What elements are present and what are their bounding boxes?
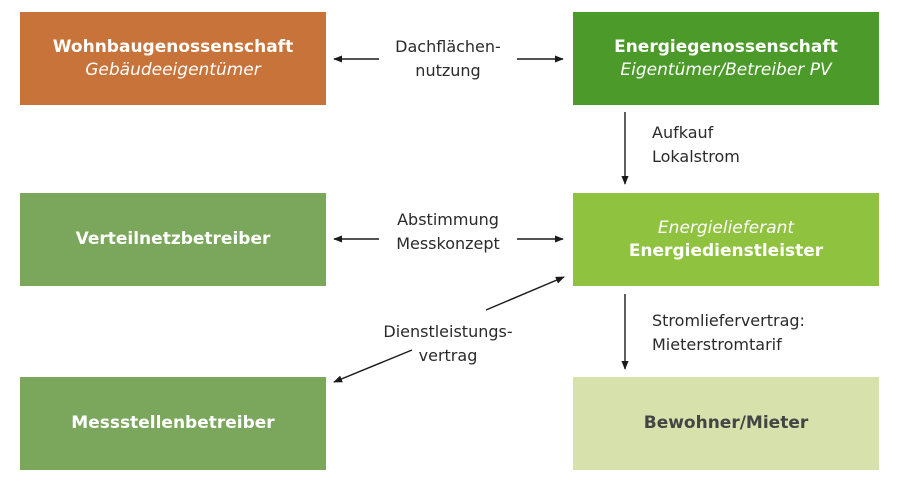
box-mess-title: Messstellenbetreiber <box>71 413 275 433</box>
label-dachflaechennutzung: Dachflächen- nutzung <box>381 35 515 83</box>
label-aufkauf-lokalstrom: Aufkauf Lokalstrom <box>652 121 740 169</box>
box-energiegen-subtitle: Eigentümer/Betreiber PV <box>620 59 832 80</box>
label-abst-line1: Abstimmung <box>397 210 499 229</box>
box-verteilnetzbetreiber: Verteilnetzbetreiber <box>20 193 326 286</box>
box-bewohner-mieter: Bewohner/Mieter <box>573 377 879 470</box>
label-abstimmung-messkonzept: Abstimmung Messkonzept <box>381 208 515 256</box>
arrow-dienst-downleft <box>333 349 413 383</box>
box-lieferant-title: Energiedienstleister <box>628 240 824 261</box>
label-dienst-line2: vertrag <box>418 346 478 365</box>
box-energiegen-title: Energiegenossenschaft <box>614 36 838 57</box>
box-verteil-title: Verteilnetzbetreiber <box>75 229 271 249</box>
label-stromliefervertrag: Stromliefervertrag: Mieterstromtarif <box>652 309 805 357</box>
box-energielieferant: Energielieferant Energiedienstleister <box>573 193 879 286</box>
label-strom-line1: Stromliefervertrag: <box>652 311 805 330</box>
box-wohnbau-subtitle: Gebäudeeigentümer <box>85 59 261 80</box>
label-dienst-line1: Dienstleistungs- <box>383 322 513 341</box>
label-dienstleistungsvertrag: Dienstleistungs- vertrag <box>376 320 520 368</box>
label-dach-line2: nutzung <box>415 61 481 80</box>
box-energiegenossenschaft: Energiegenossenschaft Eigentümer/Betreib… <box>573 12 879 105</box>
box-messstellenbetreiber: Messstellenbetreiber <box>20 377 326 470</box>
label-aufkauf-line1: Aufkauf <box>652 123 714 142</box>
box-wohnbau-title: Wohnbaugenossenschaft <box>52 36 294 57</box>
box-wohnbaugenossenschaft: Wohnbaugenossenschaft Gebäudeeigentümer <box>20 12 326 105</box>
arrow-dienst-upright <box>485 276 565 311</box>
label-dach-line1: Dachflächen- <box>395 37 501 56</box>
box-bewohner-title: Bewohner/Mieter <box>643 413 809 433</box>
label-abst-line2: Messkonzept <box>396 234 500 253</box>
box-lieferant-subtitle: Energielieferant <box>657 217 795 238</box>
label-aufkauf-line2: Lokalstrom <box>652 147 740 166</box>
label-strom-line2: Mieterstromtarif <box>652 335 782 354</box>
